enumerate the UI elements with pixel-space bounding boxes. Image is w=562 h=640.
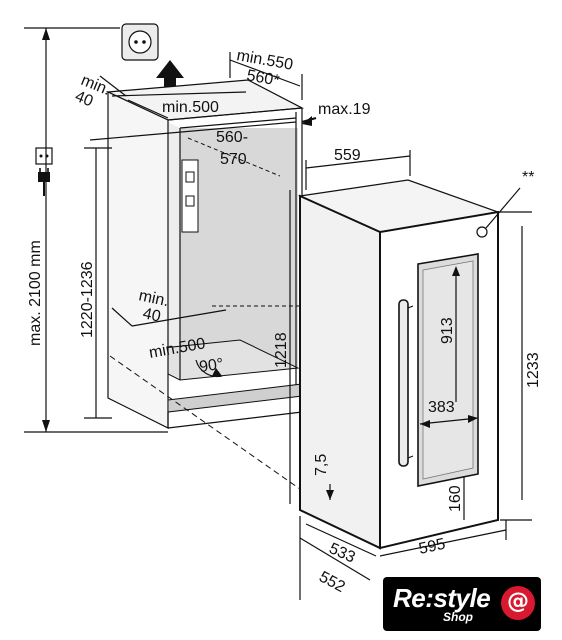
label-1220-1236: 1220-1236 bbox=[79, 261, 96, 338]
label-533: 533 bbox=[326, 540, 357, 566]
socket-icon bbox=[121, 23, 159, 61]
label-7-5: 7,5 bbox=[313, 454, 330, 476]
label-913: 913 bbox=[439, 317, 456, 344]
label-min-500-top: min.500 bbox=[162, 99, 219, 116]
label-383: 383 bbox=[428, 399, 455, 416]
wine-cooler-appliance bbox=[297, 179, 521, 550]
label-559: 559 bbox=[334, 147, 361, 164]
plug-icon bbox=[38, 168, 50, 196]
logo-brand-text: Re:style bbox=[393, 583, 491, 613]
label-552: 552 bbox=[316, 569, 348, 597]
label-min-40-top-line2: 40 bbox=[73, 88, 96, 110]
label-max-2100-mm: max. 2100 mm bbox=[27, 240, 44, 346]
restyle-shop-logo: Re:style Shop @ bbox=[383, 577, 541, 631]
niche-cabinet bbox=[105, 79, 331, 511]
label-570-line2: 570 bbox=[220, 151, 247, 168]
label-90-degrees: 90° bbox=[198, 356, 224, 376]
label-1233: 1233 bbox=[525, 352, 542, 388]
cart-icon: @ bbox=[501, 586, 535, 620]
label-1218: 1218 bbox=[273, 332, 290, 368]
label-min-40-bottom-line2: 40 bbox=[141, 305, 162, 325]
airflow-arrow-icon bbox=[156, 60, 184, 92]
label-max-19: max.19 bbox=[318, 101, 371, 118]
dimension-lines bbox=[24, 27, 532, 600]
label-560-star: 560* bbox=[245, 67, 280, 89]
label-min-40-bottom-line1: min. bbox=[137, 287, 170, 310]
label-star-star: ** bbox=[522, 169, 534, 186]
plug-socket-icon bbox=[35, 147, 53, 165]
label-160: 160 bbox=[447, 485, 464, 512]
label-560-line1: 560- bbox=[216, 129, 248, 146]
logo-shop-text: Shop bbox=[443, 610, 473, 624]
label-595: 595 bbox=[417, 536, 447, 558]
